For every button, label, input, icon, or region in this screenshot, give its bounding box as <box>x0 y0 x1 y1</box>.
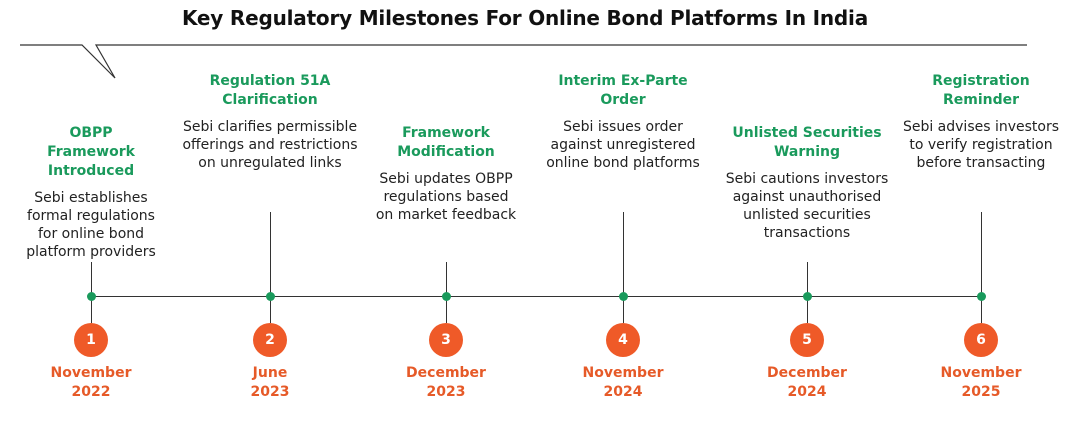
milestone-description: Sebi clarifies permissible offerings and… <box>182 119 358 171</box>
milestone-description: Sebi advises investors to verify registr… <box>902 119 1060 171</box>
date-year: 2024 <box>787 384 827 400</box>
connector-line <box>446 262 447 296</box>
milestone-date: November 2024 <box>553 364 693 402</box>
stem-line <box>623 297 624 323</box>
date-month: June <box>252 365 288 381</box>
date-month: December <box>767 365 847 381</box>
date-month: November <box>582 365 664 381</box>
timeline-dot <box>266 292 275 301</box>
date-year: 2022 <box>71 384 111 400</box>
date-year: 2024 <box>603 384 643 400</box>
diagram-title: Key Regulatory Milestones For Online Bon… <box>181 6 868 30</box>
stem-line <box>446 297 447 323</box>
timeline-dot <box>442 292 451 301</box>
milestone-title: Registration Reminder <box>932 73 1030 108</box>
milestone-date: December 2023 <box>376 364 516 402</box>
step-number-badge: 4 <box>606 323 640 357</box>
milestone-description: Sebi establishes formal regulations for … <box>26 190 156 260</box>
stem-line <box>270 297 271 323</box>
timeline-dot <box>619 292 628 301</box>
milestone-date: June 2023 <box>200 364 340 402</box>
milestone-title: Unlisted Securities Warning <box>732 125 882 160</box>
date-month: December <box>406 365 486 381</box>
date-year: 2023 <box>426 384 466 400</box>
stem-line <box>91 297 92 323</box>
milestone-date: November 2025 <box>911 364 1051 402</box>
milestone-5-text: Unlisted Securities Warning Sebi caution… <box>712 124 902 242</box>
connector-line <box>91 262 92 296</box>
stem-line <box>807 297 808 323</box>
step-number-badge: 2 <box>253 323 287 357</box>
step-number-badge: 3 <box>429 323 463 357</box>
milestone-title: Interim Ex-Parte Order <box>558 73 688 108</box>
step-number-badge: 6 <box>964 323 998 357</box>
milestone-3-text: Framework Modification Sebi updates OBPP… <box>351 124 541 224</box>
timeline-axis <box>93 296 983 297</box>
milestone-2-text: Regulation 51A Clarification Sebi clarif… <box>175 72 365 172</box>
milestone-description: Sebi issues order against unregistered o… <box>546 119 700 171</box>
date-month: November <box>940 365 1022 381</box>
timeline-dot <box>803 292 812 301</box>
stem-line <box>981 297 982 323</box>
milestone-4-text: Interim Ex-Parte Order Sebi issues order… <box>528 72 718 172</box>
connector-line <box>807 262 808 296</box>
connector-line <box>270 212 271 296</box>
date-month: November <box>50 365 132 381</box>
milestone-1-text: OBPP Framework Introduced Sebi establish… <box>0 124 186 261</box>
step-number-badge: 1 <box>74 323 108 357</box>
milestone-date: November 2022 <box>21 364 161 402</box>
date-year: 2023 <box>250 384 290 400</box>
milestone-description: Sebi updates OBPP regulations based on m… <box>375 171 517 223</box>
milestone-6-text: Registration Reminder Sebi advises inves… <box>886 72 1075 172</box>
milestone-date: December 2024 <box>737 364 877 402</box>
connector-line <box>623 212 624 296</box>
milestone-description: Sebi cautions investors against unauthor… <box>725 171 889 241</box>
milestone-title: Regulation 51A Clarification <box>209 73 331 108</box>
milestone-title: OBPP Framework Introduced <box>47 125 135 179</box>
timeline-dot <box>87 292 96 301</box>
step-number-badge: 5 <box>790 323 824 357</box>
timeline-dot <box>977 292 986 301</box>
date-year: 2025 <box>961 384 1001 400</box>
milestone-title: Framework Modification <box>397 125 495 160</box>
connector-line <box>981 212 982 296</box>
